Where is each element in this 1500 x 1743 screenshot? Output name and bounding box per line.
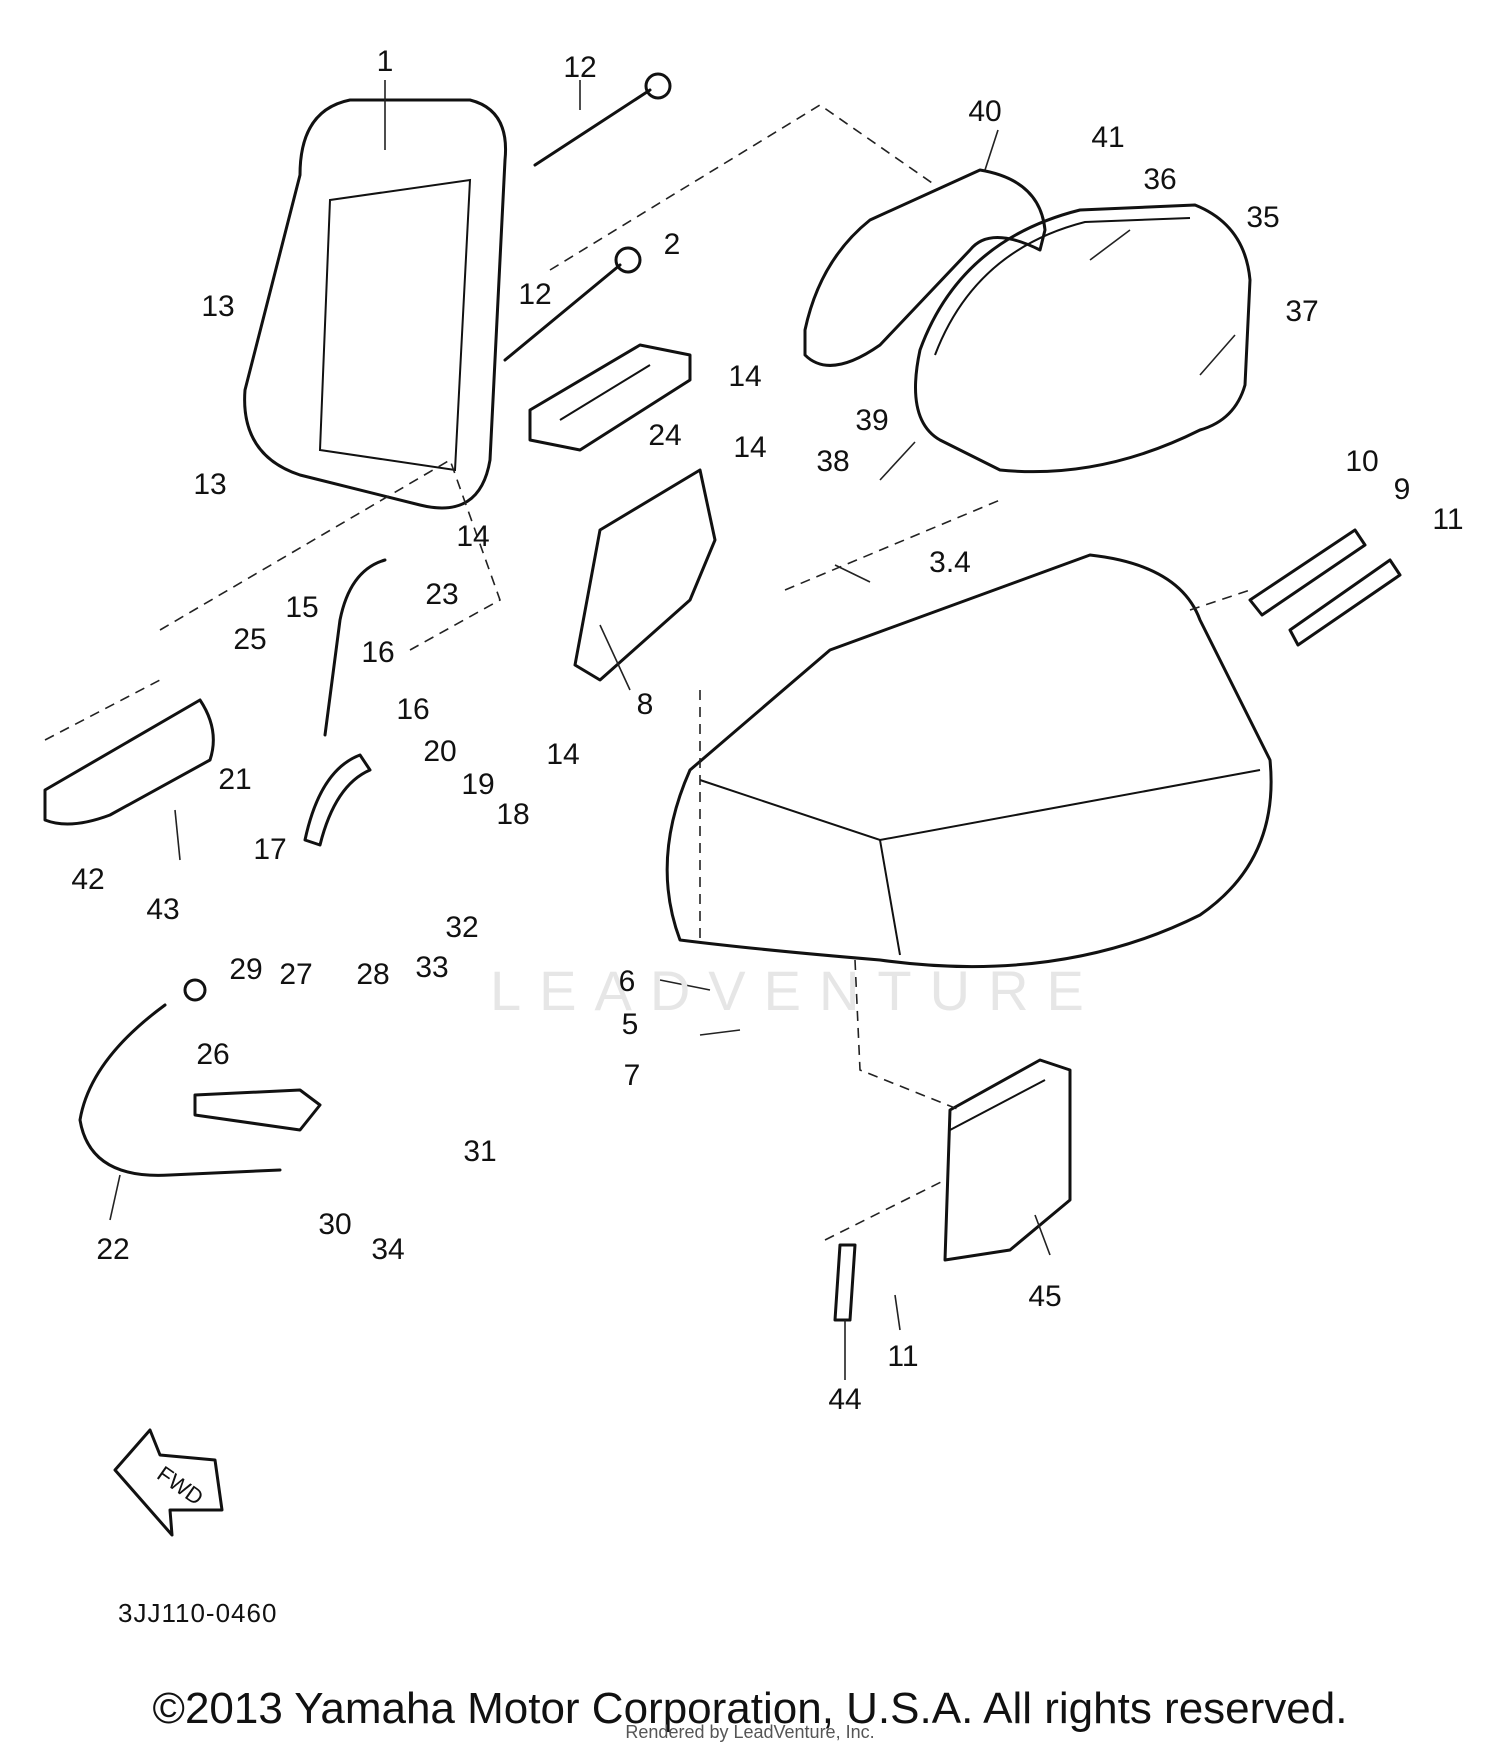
callout: 12 xyxy=(518,278,552,311)
callout: 28 xyxy=(356,958,390,991)
callout: 39 xyxy=(855,404,889,437)
callout: 42 xyxy=(71,863,105,896)
callout: 20 xyxy=(423,735,457,768)
callout: 11 xyxy=(1432,503,1464,536)
callout: 17 xyxy=(253,833,287,866)
callout: 11 xyxy=(887,1340,919,1373)
assembly-guides xyxy=(44,104,1251,1241)
callout: 44 xyxy=(828,1383,862,1416)
callout: 32 xyxy=(445,911,479,944)
cable-22 xyxy=(78,978,282,1177)
callout: 14 xyxy=(456,520,490,553)
callout: 14 xyxy=(733,431,767,464)
lever-26 xyxy=(193,1088,322,1132)
callout: 33 xyxy=(415,951,449,984)
callout: 38 xyxy=(816,445,850,478)
tail-light-45 xyxy=(943,1058,1072,1262)
copyright-notice: ©2013 Yamaha Motor Corporation, U.S.A. A… xyxy=(152,1684,1348,1733)
bracket-44 xyxy=(833,1243,857,1322)
callout: 30 xyxy=(318,1208,352,1241)
bracket-2 xyxy=(528,343,692,452)
callout: 41 xyxy=(1091,121,1125,154)
callout: 13 xyxy=(201,290,235,323)
latch-plate-8 xyxy=(573,468,717,682)
callout: 40 xyxy=(968,95,1002,128)
tail-cover-40 xyxy=(803,168,1047,367)
callout: 45 xyxy=(1028,1280,1062,1313)
strap-9 xyxy=(1288,558,1402,647)
callout: 22 xyxy=(96,1233,130,1266)
strap-10 xyxy=(1248,528,1367,617)
trunk-body xyxy=(665,553,1273,969)
watermark-text: LEADVENTURE xyxy=(490,959,1102,1022)
callout: 35 xyxy=(1246,201,1280,234)
callout: 5 xyxy=(621,1008,639,1041)
callout: 13 xyxy=(193,468,227,501)
callout: 9 xyxy=(1393,473,1411,506)
callout: 15 xyxy=(285,591,319,624)
callout: 10 xyxy=(1345,445,1379,478)
callout: 43 xyxy=(146,893,180,926)
callout: 36 xyxy=(1143,163,1177,196)
callout: 27 xyxy=(279,958,313,991)
rendered-by-note: Rendered by LeadVenture, Inc. xyxy=(625,1722,875,1742)
backrest-pad xyxy=(243,98,508,510)
callout: 12 xyxy=(563,51,597,84)
callout: 2 xyxy=(663,228,681,261)
rod-15 xyxy=(323,558,387,737)
callout: 8 xyxy=(636,688,654,721)
callout: 14 xyxy=(728,360,762,393)
callout: 16 xyxy=(396,693,430,726)
callout: 21 xyxy=(218,763,252,796)
callout: 23 xyxy=(425,578,459,611)
callout: 7 xyxy=(623,1059,641,1092)
callout: 18 xyxy=(496,798,530,831)
callout: 1 xyxy=(376,45,394,78)
side-panel-42 xyxy=(43,698,215,826)
leader-lines xyxy=(109,80,1236,1380)
callout: 31 xyxy=(463,1135,497,1168)
callout: 24 xyxy=(648,419,682,452)
callout: 19 xyxy=(461,768,495,801)
callout: 14 xyxy=(546,738,580,771)
callout: 16 xyxy=(361,636,395,669)
drawing-code: 3JJ110-0460 xyxy=(118,1598,278,1628)
callout: 34 xyxy=(371,1233,405,1266)
callout: 3.4 xyxy=(929,546,971,579)
callout: 25 xyxy=(233,623,267,656)
fwd-arrow-icon xyxy=(113,1428,224,1537)
callout: 26 xyxy=(196,1038,230,1071)
trunk-lid-35 xyxy=(914,203,1252,474)
callout: 29 xyxy=(229,953,263,986)
bolt-12-upper xyxy=(533,72,672,167)
bolt-12-lower xyxy=(503,246,642,362)
handle-17 xyxy=(303,753,372,847)
callout: 37 xyxy=(1285,295,1319,328)
callout: 6 xyxy=(618,965,636,998)
